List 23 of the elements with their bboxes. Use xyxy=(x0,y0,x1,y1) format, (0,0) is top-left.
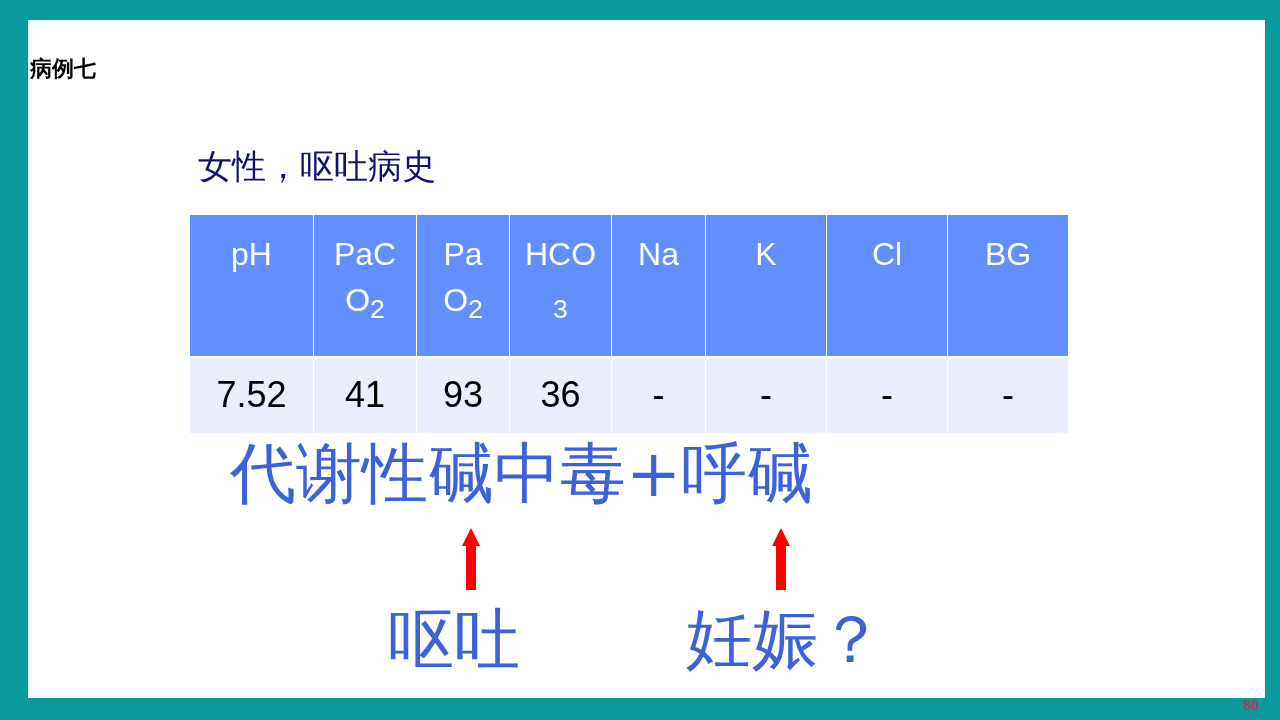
header-cell: K xyxy=(706,215,826,356)
table-cell: - xyxy=(827,358,947,433)
subtitle: 女性，呕吐病史 xyxy=(198,145,436,188)
header-cell: PaCO$_{2}$ xyxy=(314,215,416,356)
page-number: 80 xyxy=(1243,697,1259,713)
slide-title: 病例七 xyxy=(30,55,96,83)
table-cell: 7.52 xyxy=(190,358,313,433)
arrow xyxy=(772,528,790,590)
result-text: 代谢性碱中毒+呼碱 xyxy=(230,436,855,528)
result-text: 呕吐 xyxy=(388,602,538,682)
table-cell: 93 xyxy=(417,358,509,433)
table-cell: - xyxy=(948,358,1068,433)
header-cell: PaO$_{2}$ xyxy=(417,215,509,356)
table-cell: - xyxy=(612,358,705,433)
table-cell: 36 xyxy=(510,358,611,433)
arrow xyxy=(462,528,480,590)
header-cell: Na xyxy=(612,215,705,356)
table-cell: - xyxy=(706,358,826,433)
header-cell: pH xyxy=(190,215,313,356)
result-text: 妊娠？ xyxy=(686,602,876,682)
header-cell: BG xyxy=(948,215,1068,356)
table-cell: 41 xyxy=(314,358,416,433)
header-cell: Cl xyxy=(827,215,947,356)
